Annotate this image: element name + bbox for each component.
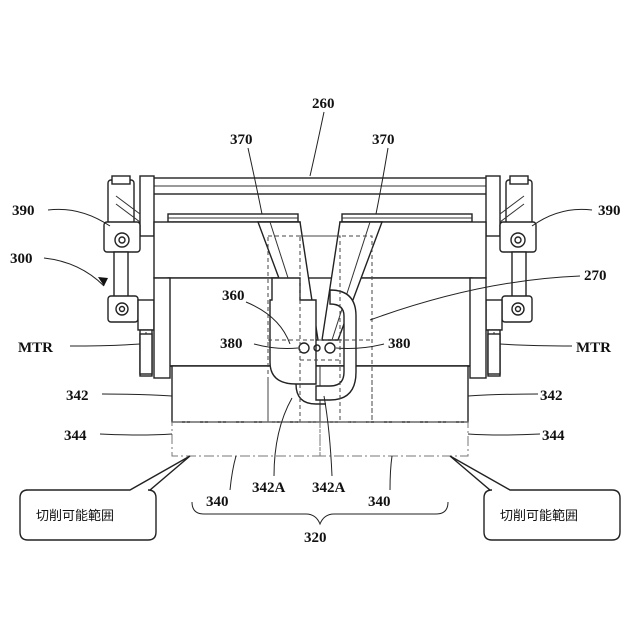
label-390-left: 390 [12,203,35,219]
label-340-right: 340 [368,494,391,510]
label-342A-right: 342A [312,480,346,496]
label-344-right: 344 [542,428,565,444]
label-260: 260 [312,96,335,112]
label-342-left: 342 [66,388,89,404]
label-270: 270 [584,268,607,284]
callout-right-text: 切削可能範囲 [500,509,578,524]
label-360: 360 [222,288,245,304]
label-344-left: 344 [64,428,87,444]
label-mtr-right: MTR [576,340,611,356]
label-370-left: 370 [230,132,253,148]
label-390-right: 390 [598,203,621,219]
label-340-left: 340 [206,494,229,510]
label-380-left: 380 [220,336,243,352]
label-mtr-left: MTR [18,340,53,356]
label-300: 300 [10,251,33,267]
label-342-right: 342 [540,388,563,404]
callout-right [450,456,620,540]
label-342A-left: 342A [252,480,286,496]
callout-left-text: 切削可能範囲 [36,509,114,524]
phantom-blocks [172,422,468,456]
callout-left [20,456,190,540]
label-320: 320 [304,530,327,546]
label-380-right: 380 [388,336,411,352]
label-370-right: 370 [372,132,395,148]
bracket-320 [192,502,448,524]
